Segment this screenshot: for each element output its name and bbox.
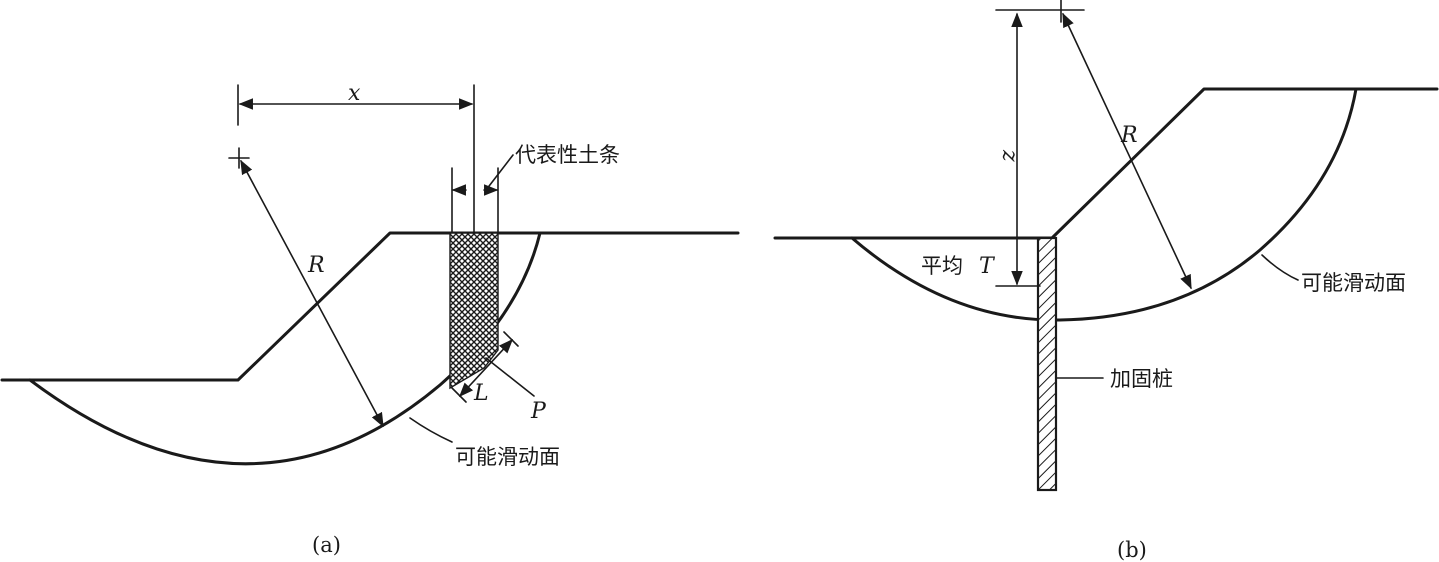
svg-text:T: T [979, 254, 996, 279]
slip-surface-leader-b [1261, 254, 1299, 281]
base-length-label: L [473, 381, 489, 406]
radius-line-a [240, 159, 384, 428]
representative-slice [449, 232, 499, 390]
svg-text:平均: 平均 [921, 254, 963, 278]
radius-label-b: R [1120, 123, 1138, 148]
slope-profile-b [773, 87, 1439, 240]
circle-center-a [228, 147, 250, 169]
slice-label: 代表性土条 [515, 143, 620, 167]
x-label: x [348, 81, 361, 106]
average-t-label: 平均 T [921, 254, 996, 279]
slip-arc-b [850, 87, 1358, 322]
force-leader [485, 357, 535, 397]
pile-label: 加固桩 [1110, 367, 1173, 391]
radius-label-a: R [307, 253, 325, 278]
force-label: P [530, 399, 547, 424]
base-length-tick-a [451, 387, 467, 403]
panel-a: x R 代表性土条 L P 可能滑动面 (a) [0, 81, 740, 557]
base-length-tick-b [503, 331, 519, 347]
slip-surface-leader-a [409, 417, 453, 443]
caption-a: (a) [312, 533, 341, 557]
slip-surface-label-b: 可能滑动面 [1301, 271, 1406, 295]
slope-profile-a [0, 231, 740, 382]
panel-b: z 平均 T R 可能滑动面 加固桩 (b) [773, 0, 1439, 562]
slice-leader [485, 154, 514, 191]
reinforcing-pile [1036, 236, 1058, 492]
slip-surface-label-a: 可能滑动面 [455, 445, 560, 469]
z-label: z [997, 149, 1022, 162]
base-length-line [459, 338, 513, 398]
radius-line-b [1062, 12, 1192, 290]
caption-b: (b) [1117, 538, 1147, 562]
